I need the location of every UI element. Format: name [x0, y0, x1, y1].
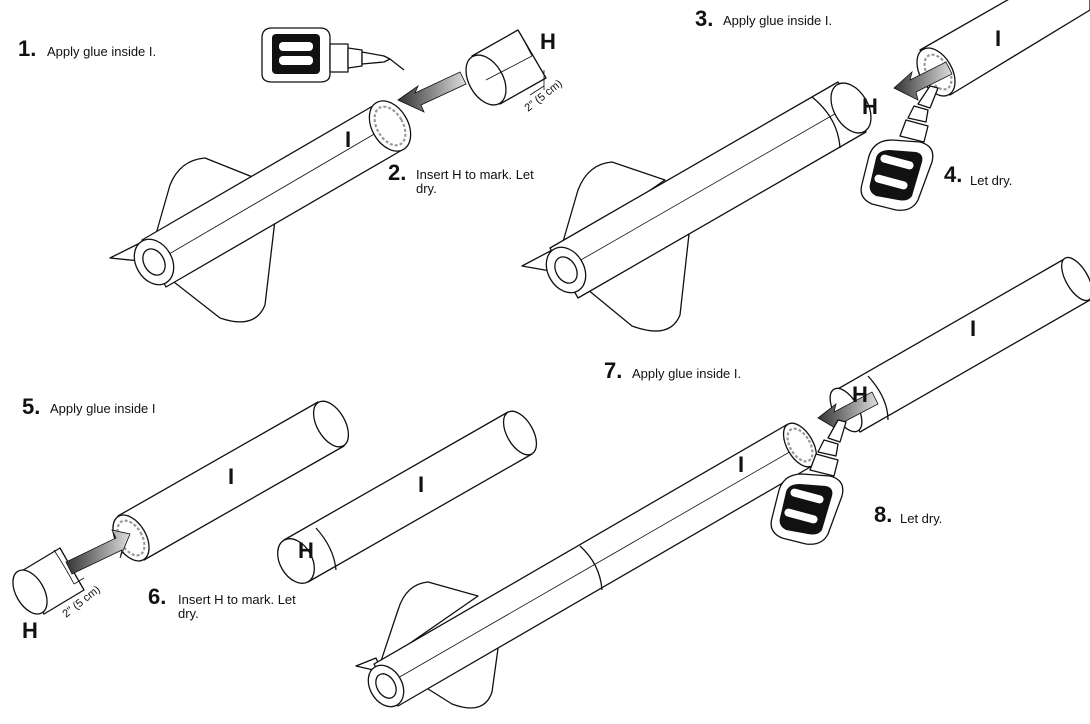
panel-steps-1-2: 2" (5 cm) H I — [109, 27, 565, 323]
step-number: 2. — [388, 160, 406, 185]
step-text: Let dry. — [970, 173, 1012, 188]
step-text: Let dry. — [900, 511, 942, 526]
part-label-i: I — [970, 316, 976, 341]
part-label-h: H — [852, 382, 868, 407]
step-number: 3. — [695, 6, 713, 31]
panel-steps-7-8: I H I — [355, 256, 1090, 709]
part-label-i: I — [995, 26, 1001, 51]
glue-bottle-icon — [770, 419, 847, 545]
fin-bottom — [164, 219, 276, 323]
step-number: 7. — [604, 358, 622, 383]
step-number: 4. — [944, 162, 962, 187]
part-label-h: H — [862, 94, 878, 119]
step-number: 5. — [22, 394, 40, 419]
insert-arrow — [397, 71, 467, 113]
part-label-h: H — [22, 618, 38, 643]
step-text: Apply glue inside I. — [632, 366, 741, 381]
insert-arrow — [65, 529, 131, 575]
part-label-i: I — [228, 464, 234, 489]
panel-steps-3-4: I H — [521, 0, 1090, 332]
step-number: 8. — [874, 502, 892, 527]
step-number: 1. — [18, 36, 36, 61]
part-label-i: I — [418, 472, 424, 497]
part-label-h: H — [540, 29, 556, 54]
step-text: dry. — [178, 606, 199, 621]
step-text: Insert H to mark. Let — [178, 592, 296, 607]
coupler-h — [465, 29, 547, 106]
part-label-i: I — [345, 127, 351, 152]
step-text: Apply glue inside I. — [47, 44, 156, 59]
step-text: Insert H to mark. Let — [416, 167, 534, 182]
step-text: Apply glue inside I. — [723, 13, 832, 28]
part-label-h: H — [298, 538, 314, 563]
step-text: Apply glue inside I — [50, 401, 156, 416]
step-text: dry. — [416, 181, 437, 196]
step-number: 6. — [148, 584, 166, 609]
glue-bottle-icon — [261, 27, 405, 83]
insert-arrow — [893, 61, 953, 101]
panel-steps-5-6: 2" (5 cm) H I I H — [12, 400, 538, 643]
glue-bottle-icon — [860, 85, 939, 211]
part-label-i: I — [738, 452, 744, 477]
tube-front-opening — [368, 100, 412, 152]
glue-ring — [373, 105, 407, 147]
